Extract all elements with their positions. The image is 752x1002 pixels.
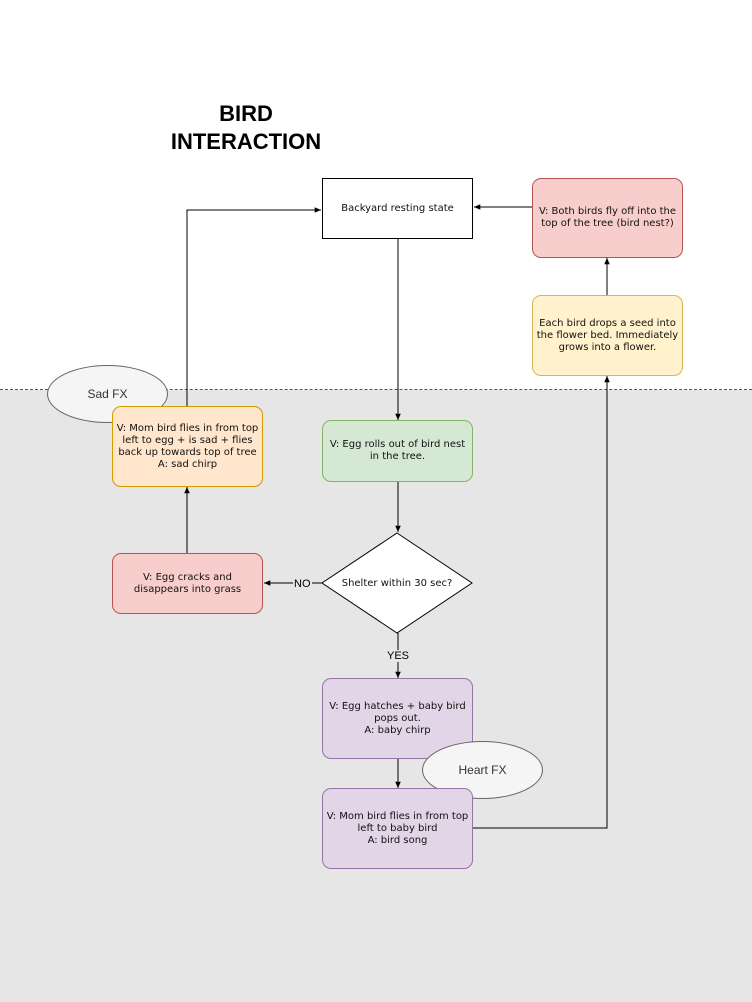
node-seed-drop: Each bird drops a seed into the flower b…	[532, 295, 683, 376]
edge-label-yes: YES	[386, 650, 411, 662]
edge-label-no: NO	[293, 578, 312, 590]
decision-label: Shelter within 30 sec?	[341, 577, 453, 589]
node-birds-fly-off: V: Both birds fly off into the top of th…	[532, 178, 683, 258]
diagram-title: BIRD INTERACTION	[170, 101, 322, 154]
horizon-divider	[0, 389, 752, 390]
edge-mom-sad-to-resting	[186, 207, 321, 406]
decision-diamond	[321, 532, 473, 634]
node-mom-bird-sad-overlay: V: Mom bird flies in from top left to eg…	[112, 406, 263, 487]
edge-mom-baby-to-seed	[472, 376, 610, 829]
node-egg-cracks: V: Egg cracks and disappears into grass	[112, 553, 263, 614]
node-egg-rolls-out: V: Egg rolls out of bird nest in the tre…	[322, 420, 473, 482]
node-backyard-resting-state: Backyard resting state	[322, 178, 473, 239]
node-mom-bird-baby: V: Mom bird flies in from top left to ba…	[322, 788, 473, 869]
